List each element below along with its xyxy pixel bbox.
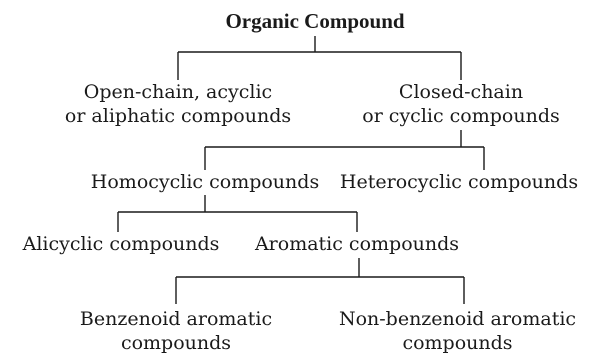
alicyclic-node: Alicyclic compounds	[6, 232, 236, 256]
alicyclic-label: Alicyclic compounds	[22, 233, 220, 255]
closed-chain-node: Closed-chain or cyclic compounds	[331, 80, 591, 128]
non-benzenoid-label-line2: compounds	[402, 332, 513, 354]
open-chain-node: Open-chain, acyclic or aliphatic compoun…	[28, 80, 328, 128]
non-benzenoid-label-line1: Non-benzenoid aromatic	[338, 308, 577, 330]
aromatic-node: Aromatic compounds	[237, 232, 477, 256]
root-node: Organic Compound	[165, 9, 465, 33]
non-benzenoid-node: Non-benzenoid aromatic compounds	[325, 307, 590, 355]
aromatic-label: Aromatic compounds	[254, 233, 460, 255]
benzenoid-node: Benzenoid aromatic compounds	[46, 307, 306, 355]
open-chain-label-line2: or aliphatic compounds	[64, 105, 292, 127]
benzenoid-label-line1: Benzenoid aromatic	[79, 308, 273, 330]
benzenoid-label-line2: compounds	[120, 332, 232, 354]
homocyclic-node: Homocyclic compounds	[40, 170, 370, 194]
closed-chain-label-line1: Closed-chain	[398, 81, 524, 103]
homocyclic-label: Homocyclic compounds	[90, 171, 320, 193]
closed-chain-label-line2: or cyclic compounds	[362, 105, 560, 127]
heterocyclic-label: Heterocyclic compounds	[339, 171, 579, 193]
heterocyclic-node: Heterocyclic compounds	[327, 170, 591, 194]
open-chain-label-line1: Open-chain, acyclic	[83, 81, 273, 103]
root-label: Organic Compound	[225, 9, 405, 33]
